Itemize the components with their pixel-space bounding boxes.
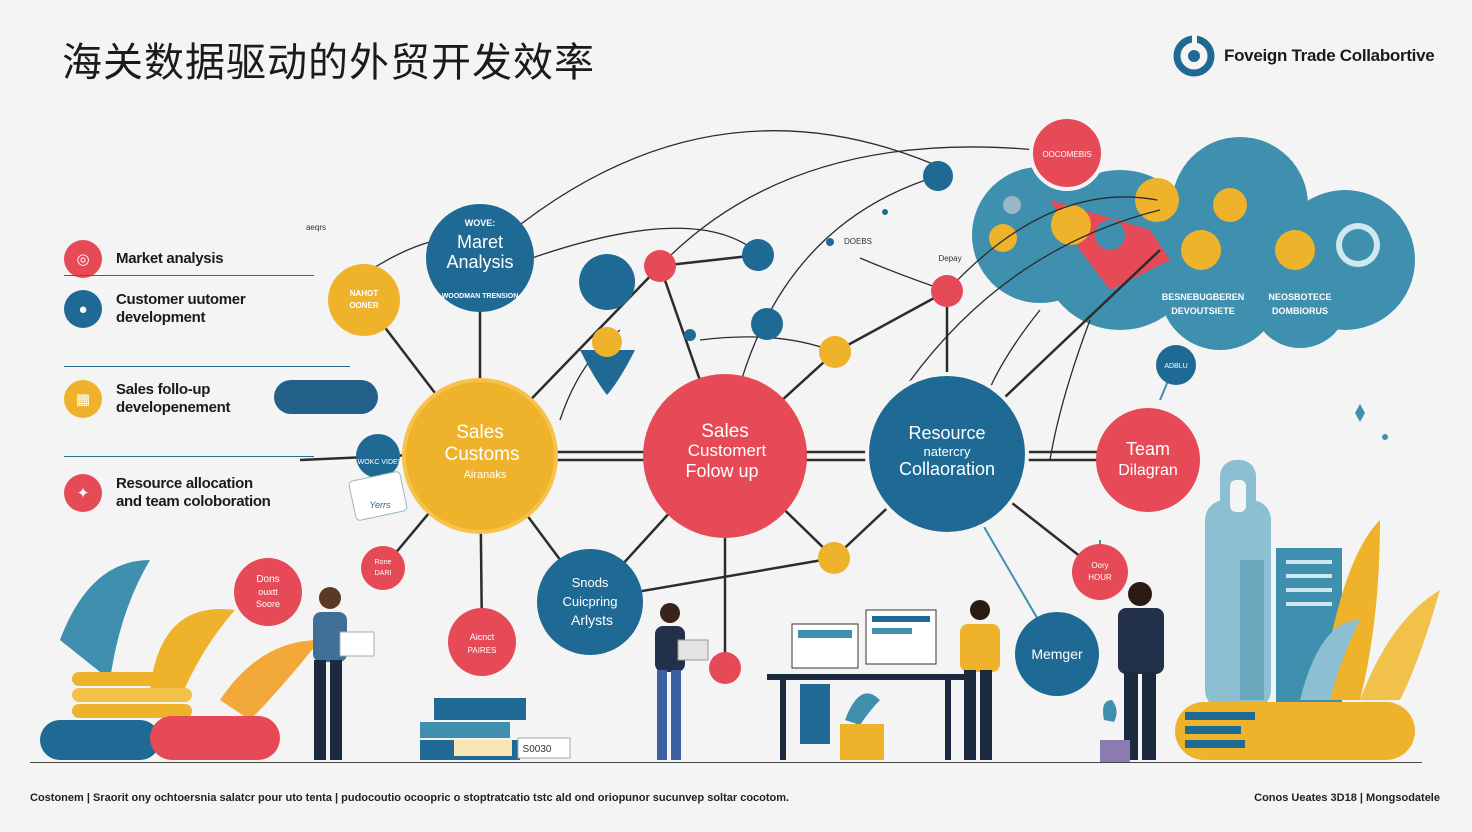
cloud-label: DOMBIORUS [1272,306,1328,316]
node-title: Arlysts [571,612,613,628]
node-top-label: WOVE: [465,218,496,228]
node-customer-followup[interactable]: Sales Customert Folow up [643,374,807,538]
node-title: Customert [688,441,767,460]
sparkle-dot [1382,434,1388,440]
ring-logo-icon [1173,35,1215,77]
sign-label: Yerrs [369,500,391,510]
node-title: Collaoration [899,459,995,479]
node-sub: Soore [256,599,280,609]
node-title: Folow up [685,461,758,481]
legend-item-market[interactable]: ◎ Market analysis [64,240,364,278]
chart-icon: ▦ [64,380,102,418]
node-analysis[interactable]: Snods Cuicpring Arlysts [537,549,643,655]
legend-label: Customer uutomer development [116,291,246,326]
city-buildings [1175,460,1440,760]
node-sub: PAIRES [468,646,497,655]
floating-labels: aeqrs DOEBS Depay WOKC VIDES ADBLU [306,223,1188,466]
book-stack: S0030 [420,698,571,760]
node-red-bottom[interactable]: Aicnct PAIRES [448,608,516,676]
node-sub: WOODMAN TRENSION [442,293,519,300]
node-title: Analysis [446,252,513,272]
cloud-label: BESNEBUGBEREN [1162,292,1245,302]
floating-label: aeqrs [306,223,326,232]
person-manager [1118,582,1164,760]
node-red-top[interactable]: OOCOMEBIS [1029,115,1105,191]
legend-label: Resource allocation and team coloboratio… [116,475,271,510]
people-icon: ● [64,290,102,328]
node-sub: Rone [375,559,392,566]
node-sales-customs[interactable]: Sales Customs Airanaks [402,378,558,534]
node-sub: Aicnct [470,632,495,642]
node-sub: Airanaks [464,469,507,481]
node-manager[interactable]: Memger [1015,612,1099,696]
node-title: Dilagran [1118,462,1178,479]
brand-logo[interactable]: Foveign Trade Collabortive [1172,34,1435,78]
legend-label: Sales follo-up developenement [116,381,231,416]
location-pin-icon [579,254,636,395]
floating-label: WOKC VIDES [358,459,403,466]
plant-illustration-left [40,560,320,760]
node-sub: natercry [924,444,971,459]
node-title: Team [1126,439,1170,459]
node-title: Cuicpring [563,594,618,609]
node-sub: OONER [349,301,379,310]
footer-left-text: Costonem | Sraorit ony ochtoersnia salat… [30,792,790,804]
person-left [313,587,375,760]
brand-name: Foveign Trade Collabortive [1224,46,1435,65]
legend-label: Market analysis [116,250,224,267]
footer-divider [30,762,1422,763]
blue-pill-button[interactable] [274,380,378,414]
node-resource-collaboration[interactable]: Resource natercry Collaoration [865,372,1029,536]
floating-label: ADBLU [1164,363,1187,370]
tag-label: S0030 [523,744,552,755]
node-yellow-left[interactable]: NAHOT OONER [328,264,400,336]
legend-item-sales[interactable]: ▦ Sales follo-up developenement [64,380,364,418]
connector-dots [644,161,1021,684]
node-red-left[interactable]: Dons ouxtt Soore [234,558,302,626]
node-sub: Oory [1091,561,1108,570]
node-title: Memger [1031,646,1083,662]
cloud-label: DEVOUTSIETE [1171,306,1235,316]
pin-center [592,327,622,357]
node-team-diagram[interactable]: Team Dilagran [1096,408,1200,512]
node-title: Sales [701,421,749,442]
node-sub: OOCOMEBIS [1042,150,1091,159]
node-title: Snods [572,575,609,590]
legend-divider [64,366,350,367]
node-sub: ouxtt [258,587,278,597]
node-red-right-small[interactable]: Oory HOUR [1072,544,1128,600]
node-title: Resource [908,423,985,443]
sparkle-icon [1355,404,1365,422]
legend-item-resource[interactable]: ✦ Resource allocation and team coloborat… [64,474,364,512]
legend-divider [64,275,314,276]
node-title: Customs [445,444,520,465]
node-title: Sales [456,422,504,443]
floating-label: Depay [938,254,961,263]
node-sub: HOUR [1088,573,1112,582]
node-red-tiny[interactable]: Rone DARI [361,546,405,590]
node-sub: NAHOT [350,289,379,298]
card-illustration: Yerrs [348,471,408,521]
node-title: Maret [457,232,503,252]
node-blue-small-left[interactable] [356,345,1196,478]
person-center [655,603,709,760]
cloud-label: NEOSBOTECE [1268,292,1331,302]
node-market-analysis[interactable]: WOVE: Maret Analysis WOODMAN TRENSION [426,204,534,312]
legend-divider [64,456,314,457]
footer-right-text: Conos Ueates 3D18 | Mongsodatele [1254,792,1440,804]
plant-pot-small [1100,700,1130,762]
person-desk [960,600,1000,760]
team-icon: ✦ [64,474,102,512]
node-sub: DARI [375,570,392,577]
page-title: 海关数据驱动的外贸开发效率 [62,40,595,86]
floating-label: DOEBS [844,237,872,246]
legend-item-customer[interactable]: ● Customer uutomer development [64,290,364,328]
desk-workstation [767,609,967,760]
target-icon: ◎ [64,240,102,278]
node-sub: Dons [256,574,279,585]
